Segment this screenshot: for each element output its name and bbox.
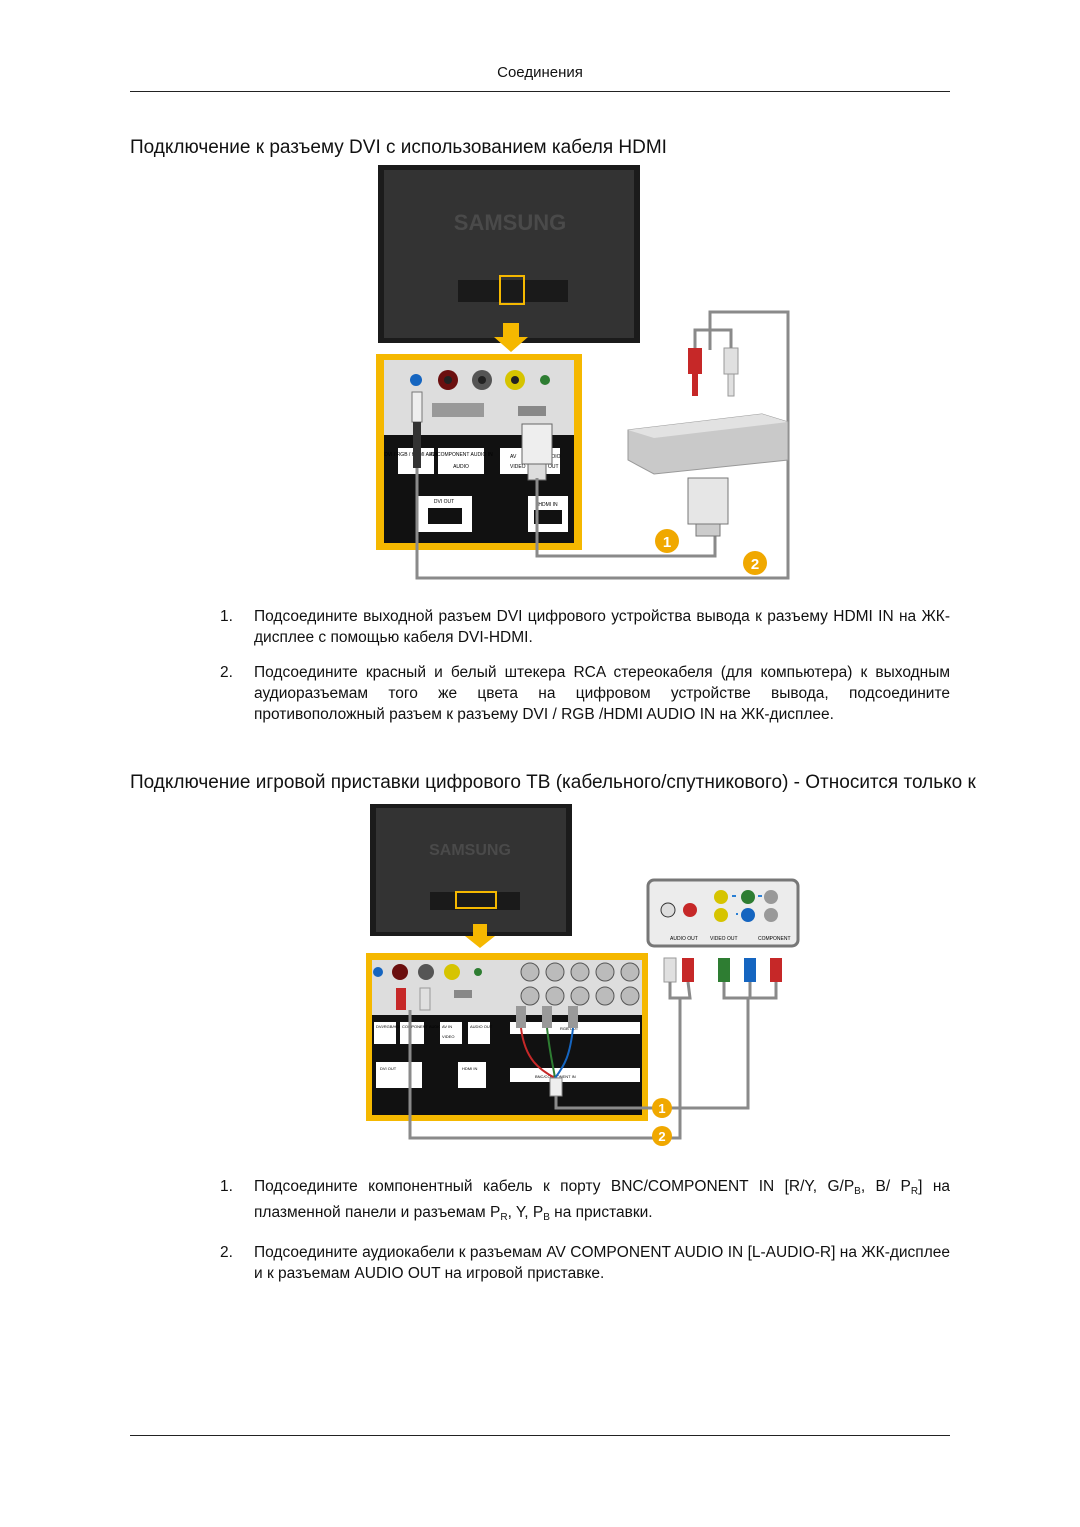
list-item: 1.Подсоедините компонентный кабель к пор… (220, 1178, 951, 1223)
svg-text:HDMI IN: HDMI IN (538, 502, 558, 508)
component-diagram: SAMSUNG AUDIO OUT VIDEO OUT COMPONENT DV… (366, 804, 800, 1146)
svg-text:2: 2 (658, 1129, 665, 1144)
svg-text:AUDIO: AUDIO (453, 464, 469, 470)
svg-text:HDMI IN: HDMI IN (462, 1066, 477, 1071)
dvi-hdmi-diagram: SAMSUNG DVI / RGB / HDMI AUDIO IN AV/COM… (376, 165, 790, 580)
tv-logo: SAMSUNG (429, 842, 511, 859)
down-arrow-icon (494, 323, 528, 352)
svg-text:VIDEO: VIDEO (510, 464, 526, 470)
svg-text:DVI OUT: DVI OUT (380, 1066, 397, 1071)
step-badge-1 (655, 529, 679, 553)
step-badge-2 (652, 1126, 672, 1146)
svg-text:AUDIO OUT: AUDIO OUT (470, 1024, 493, 1029)
down-arrow-icon (465, 924, 495, 948)
svg-text:VIDEO: VIDEO (442, 1034, 454, 1039)
svg-text:AV IN: AV IN (442, 1024, 452, 1029)
step-badge-1 (652, 1098, 672, 1118)
section1-steps: 1.Подсоедините выходной разъем DVI цифро… (130, 606, 950, 739)
audio-cable (408, 998, 682, 1140)
svg-text:OUT: OUT (548, 464, 559, 470)
highlight-box (499, 275, 525, 305)
list-item: 2.Подсоедините аудиокабели к разъемам AV… (220, 1244, 950, 1282)
section1-heading: Подключение к разъему DVI с использовани… (130, 137, 667, 158)
svg-text:UDIO: UDIO (548, 454, 561, 460)
list-item: 1.Подсоедините выходной разъем DVI цифро… (220, 608, 950, 646)
svg-text:RGB OUT: RGB OUT (560, 1026, 579, 1031)
footer-rule (130, 1435, 950, 1436)
svg-text:2: 2 (751, 556, 759, 573)
svg-text:DVI OUT: DVI OUT (434, 499, 454, 505)
svg-text:AV/COMPONENT AUDIO IN: AV/COMPONENT AUDIO IN (429, 452, 493, 458)
svg-text:1: 1 (663, 534, 671, 551)
page-header: Соединения (497, 64, 583, 81)
svg-text:COMPONENT AUDIO IN: COMPONENT AUDIO IN (402, 1024, 447, 1029)
svg-text:COMPONENT: COMPONENT (758, 936, 791, 942)
header-rule (130, 91, 950, 92)
list-item: 2.Подсоедините красный и белый штекера R… (220, 664, 950, 723)
svg-text:AUDIO OUT: AUDIO OUT (670, 936, 698, 942)
highlight-box (455, 891, 497, 909)
svg-text:AV: AV (510, 454, 517, 460)
svg-text:VIDEO OUT: VIDEO OUT (710, 936, 738, 942)
audio-cable (415, 310, 790, 580)
step-badge-2 (743, 551, 767, 575)
svg-text:1: 1 (658, 1101, 665, 1116)
svg-text:DVI/RGB/HDMI AUDIO IN: DVI/RGB/HDMI AUDIO IN (376, 1024, 423, 1029)
section2-steps: 1.Подсоедините компонентный кабель к пор… (130, 1176, 950, 1298)
hdmi-cable (535, 478, 717, 558)
section2-heading: Подключение игровой приставки цифрового … (130, 772, 976, 793)
tv-logo: SAMSUNG (454, 210, 566, 235)
